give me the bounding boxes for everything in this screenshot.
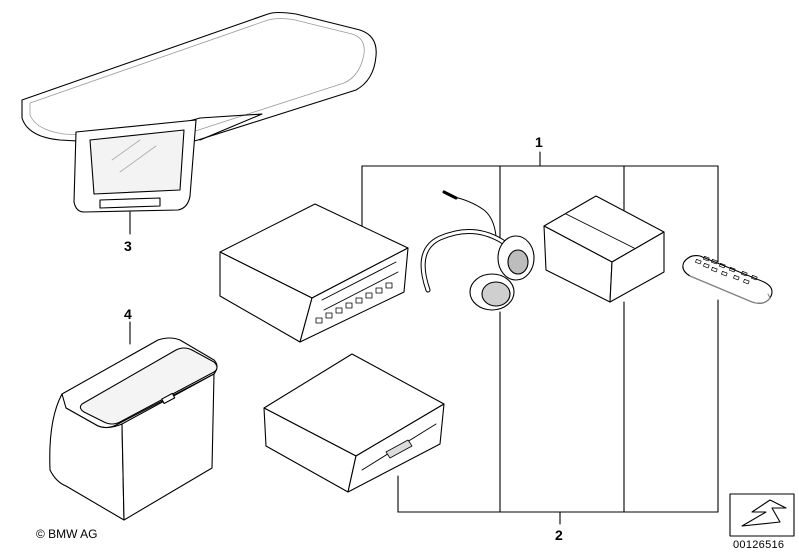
callout-bracket-1 xyxy=(361,151,719,263)
document-number: 00126516 xyxy=(733,539,785,551)
dvd-player-bottom xyxy=(263,353,445,513)
left-ear-pad xyxy=(481,281,511,307)
player2-logo xyxy=(385,439,413,459)
armrest-front xyxy=(49,393,125,521)
box-front-face xyxy=(609,231,665,303)
callout-3: 3 xyxy=(124,238,132,254)
console-housing xyxy=(21,11,377,146)
player-slot xyxy=(321,261,399,311)
callout-bracket-2 xyxy=(397,299,719,525)
armrest-lid xyxy=(79,347,218,425)
armrest-latch xyxy=(161,392,176,405)
callout-4: 4 xyxy=(124,306,132,322)
right-ear-pad xyxy=(507,249,529,275)
callout-2: 2 xyxy=(555,527,563,543)
orientation-arrow-icon xyxy=(729,493,795,537)
roof-console-monitor xyxy=(21,11,377,235)
monitor-glare xyxy=(111,139,157,173)
console-inner-edge xyxy=(29,18,365,139)
monitor-base xyxy=(99,197,161,209)
headphone-cable xyxy=(449,195,497,237)
remote-buttons xyxy=(695,256,758,285)
remote-side xyxy=(689,275,771,304)
box-lid-seam xyxy=(565,213,635,249)
callout-1: 1 xyxy=(535,134,543,150)
headphone-plug xyxy=(442,190,458,200)
player-buttons xyxy=(315,282,393,324)
remote-control xyxy=(682,255,773,304)
monitor-screen xyxy=(89,129,185,195)
box-component xyxy=(543,195,665,303)
copyright-notice: © BMW AG xyxy=(36,527,98,541)
armrest-console xyxy=(49,321,218,521)
dvd-player-top xyxy=(219,203,409,343)
armrest-side xyxy=(121,373,215,521)
headphones xyxy=(420,190,535,311)
